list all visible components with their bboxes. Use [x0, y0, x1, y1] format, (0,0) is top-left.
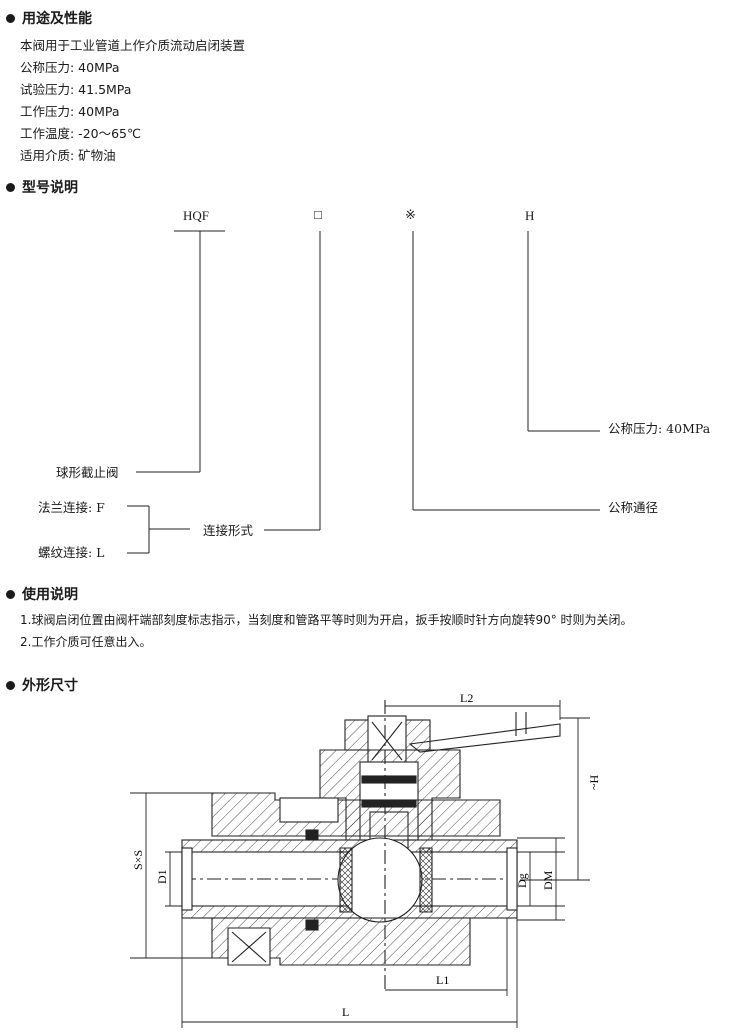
bullet-icon — [6, 13, 15, 23]
bullet-icon — [6, 182, 15, 192]
dim-sxs: S×S — [131, 850, 145, 870]
label-thread: 螺纹连接: L — [38, 545, 105, 560]
section-heading-usage: 用途及性能 — [6, 8, 92, 28]
dim-l1: L1 — [436, 973, 449, 987]
label-nominal-diameter: 公称通径 — [608, 500, 659, 515]
label-connection: 连接形式 — [203, 523, 254, 538]
instruction-line-1: 1.球阀启闭位置由阀杆端部刻度标志指示，当刻度和管路平等时则为开启，扳手按顺时针… — [20, 613, 633, 627]
model-code-box: □ — [314, 207, 322, 222]
heading-text: 使用说明 — [22, 587, 78, 603]
bullet-icon — [6, 589, 15, 599]
model-code-hqf: HQF — [183, 208, 210, 223]
bullet-icon — [6, 680, 15, 690]
heading-text: 型号说明 — [22, 180, 78, 196]
working-temperature-line: 工作温度: -20～65℃ — [20, 126, 142, 141]
usage-line: 本阀用于工业管道上作介质流动启闭装置 — [20, 38, 246, 53]
model-leader-lines — [127, 230, 600, 554]
test-pressure-line: 试验压力: 41.5MPa — [20, 82, 132, 97]
dim-dg: Dg — [515, 873, 529, 888]
model-code-mark: ※ — [405, 207, 416, 222]
section-heading-instructions: 使用说明 — [6, 584, 78, 604]
dim-h: ~H — [587, 775, 601, 790]
heading-text: 用途及性能 — [22, 11, 92, 27]
dim-d1: D1 — [155, 869, 169, 884]
dim-l: L — [342, 1005, 349, 1019]
instruction-line-2: 2.工作介质可任意出入。 — [20, 635, 152, 649]
label-ball-valve: 球形截止阀 — [56, 465, 119, 480]
label-flange: 法兰连接: F — [38, 500, 105, 515]
model-code-h: H — [525, 208, 535, 223]
dim-dm: DM — [541, 870, 555, 890]
medium-line: 适用介质: 矿物油 — [20, 148, 116, 163]
heading-text: 外形尺寸 — [22, 678, 78, 694]
nominal-pressure-line: 公称压力: 40MPa — [20, 60, 120, 75]
section-heading-dimensions: 外形尺寸 — [6, 675, 78, 695]
label-nominal-pressure: 公称压力: 40MPa — [608, 421, 711, 436]
valve-dimension-drawing: L2 ~H S×S D1 Dg DM L1 L — [130, 691, 601, 1028]
working-pressure-line: 工作压力: 40MPa — [20, 104, 120, 119]
dim-l2: L2 — [460, 691, 473, 705]
section-heading-model: 型号说明 — [6, 177, 78, 197]
